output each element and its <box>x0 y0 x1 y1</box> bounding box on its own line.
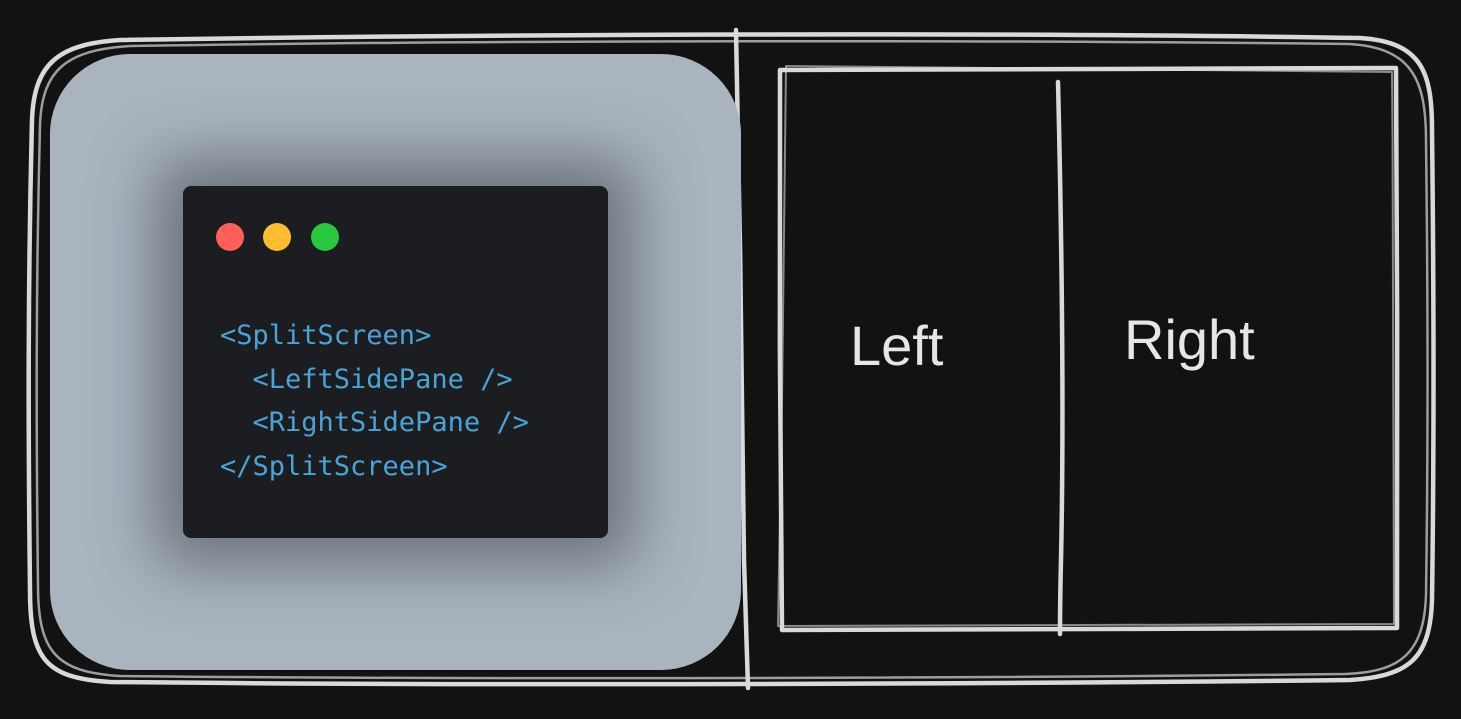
outer-frame-echo <box>35 39 1429 680</box>
code-preview-panel: <SplitScreen> <LeftSidePane /> <RightSid… <box>50 54 741 670</box>
code-line: <LeftSidePane /> <box>220 363 513 395</box>
code-snippet: <SplitScreen> <LeftSidePane /> <RightSid… <box>220 314 529 488</box>
code-line: <SplitScreen> <box>220 320 432 351</box>
code-line: <RightSidePane /> <box>220 407 529 438</box>
code-line: </SplitScreen> <box>220 450 448 482</box>
zoom-dot-icon <box>311 223 339 251</box>
code-window: <SplitScreen> <LeftSidePane /> <RightSid… <box>183 186 608 538</box>
split-box-echo <box>777 65 1395 627</box>
close-dot-icon <box>216 223 244 251</box>
right-pane-label: Right <box>1124 308 1255 371</box>
pane-divider <box>1055 79 1065 637</box>
left-pane-label: Left <box>850 314 944 377</box>
split-box <box>777 65 1400 633</box>
minimize-dot-icon <box>263 223 291 251</box>
outer-frame <box>26 32 1436 687</box>
